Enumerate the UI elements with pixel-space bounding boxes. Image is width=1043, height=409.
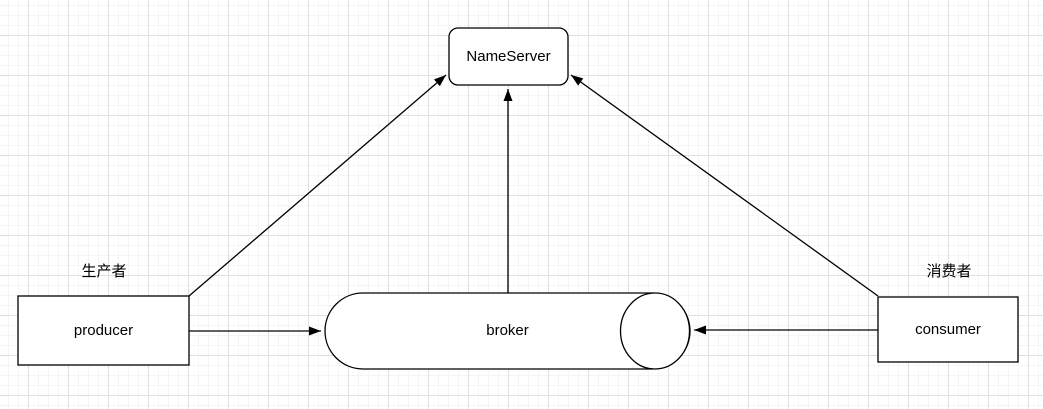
- edge-producer-to-nameserver[interactable]: [188, 74, 447, 297]
- broker-node[interactable]: [324, 292, 691, 370]
- edge-consumer-to-nameserver[interactable]: [570, 74, 879, 297]
- nameserver-node[interactable]: [448, 27, 569, 86]
- producer-node[interactable]: [17, 295, 190, 366]
- consumer-node[interactable]: [877, 296, 1019, 363]
- broker-end-cap-shape[interactable]: [619, 292, 691, 370]
